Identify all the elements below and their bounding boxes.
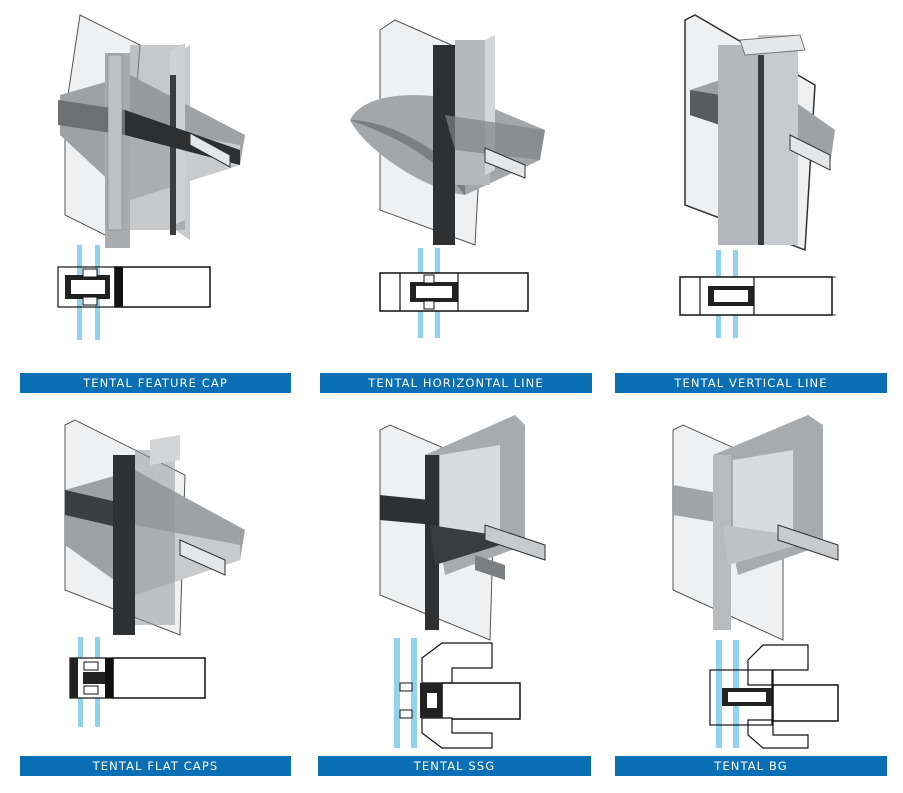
ssg-render xyxy=(379,415,546,641)
bg-render xyxy=(672,415,839,641)
vertical-line-section xyxy=(679,250,836,338)
horizontal-line-section xyxy=(379,248,529,338)
horizontal-line-render xyxy=(350,19,545,246)
flat-caps-section xyxy=(69,637,206,727)
feature-cap-render xyxy=(58,14,245,248)
feature-cap-label: TENTAL FEATURE CAP xyxy=(20,373,291,393)
feature-cap-section xyxy=(57,245,211,340)
ssg-label: TENTAL SSG xyxy=(318,756,591,776)
vertical-line-label: TENTAL VERTICAL LINE xyxy=(615,373,887,393)
bg-label: TENTAL BG xyxy=(615,756,887,776)
horizontal-line-label: TENTAL HORIZONTAL LINE xyxy=(320,373,592,393)
flat-caps-label: TENTAL FLAT CAPS xyxy=(20,756,291,776)
bg-section xyxy=(709,640,839,749)
flat-caps-render xyxy=(64,419,245,636)
ssg-section xyxy=(394,638,521,749)
vertical-line-render xyxy=(684,14,835,252)
